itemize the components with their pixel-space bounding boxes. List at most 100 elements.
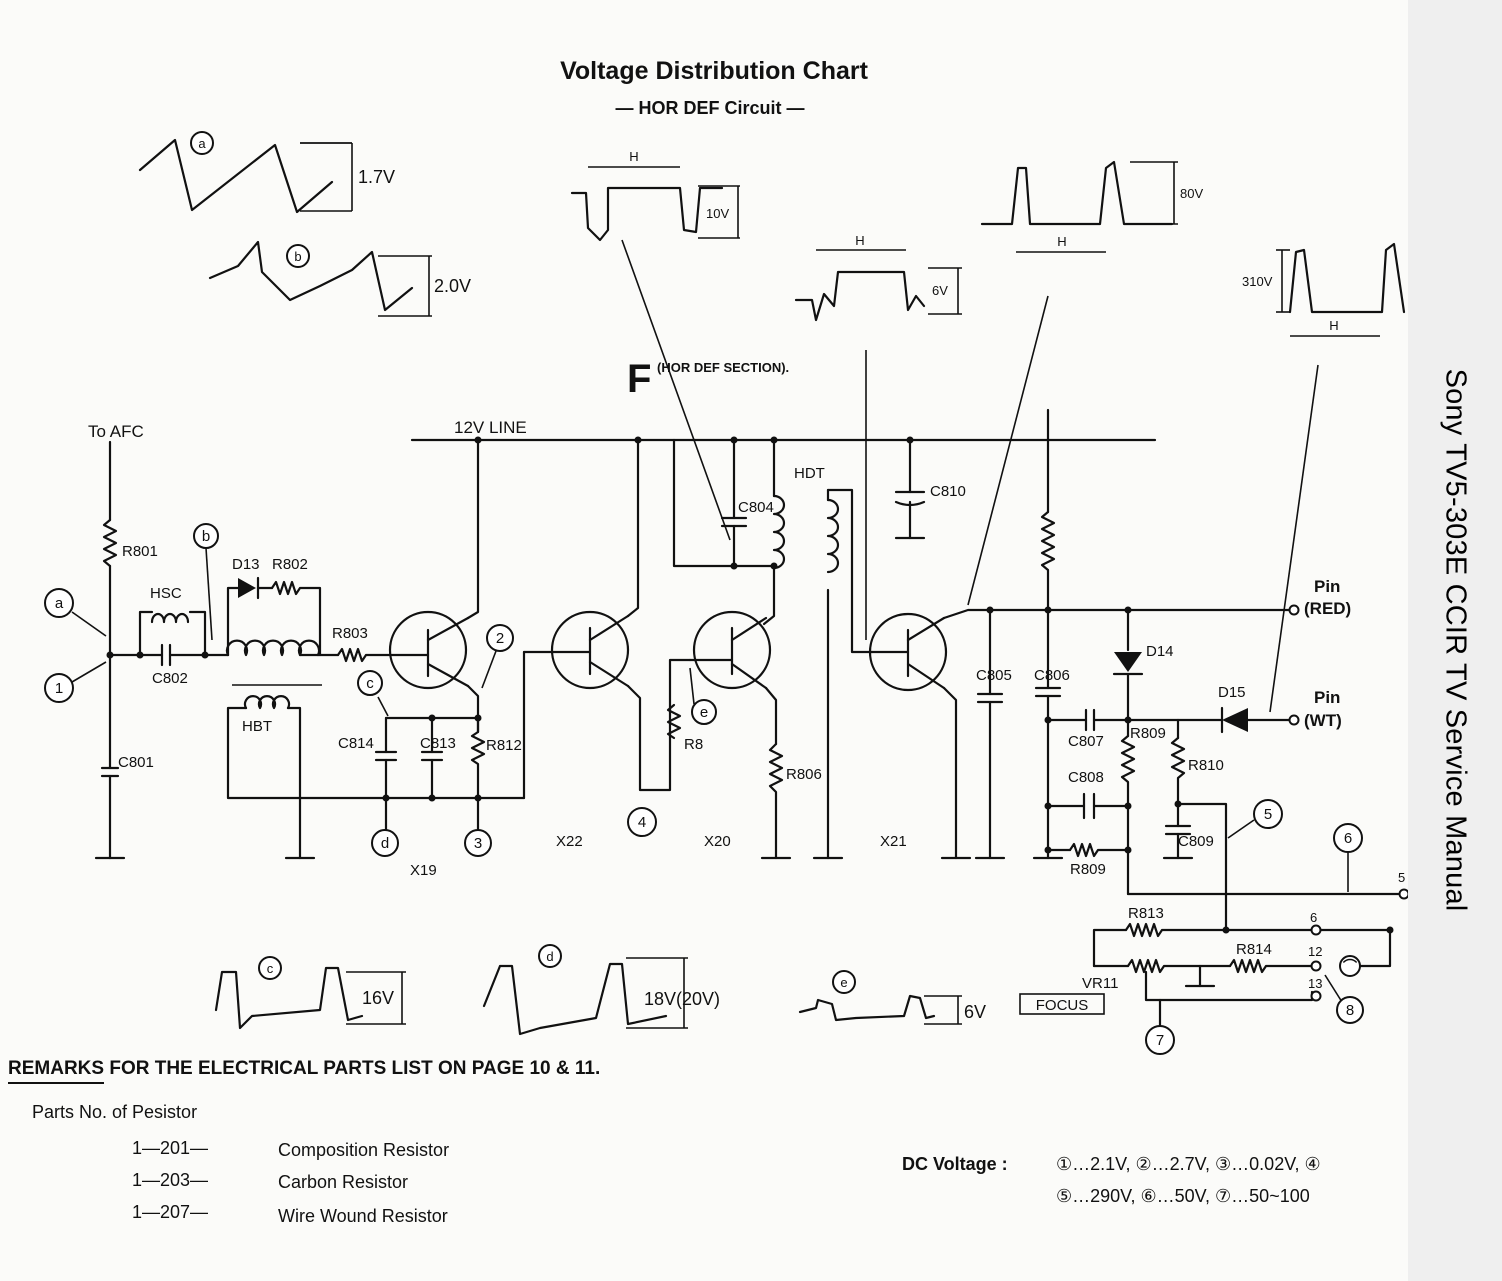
waveform-a: a 1.7V <box>138 131 395 214</box>
test-point-b: b <box>202 528 210 545</box>
waveform-c: c 16V <box>214 956 406 1030</box>
remarks-desc-3: Wire Wound Resistor <box>278 1206 448 1226</box>
c808-label: C808 <box>1068 769 1104 786</box>
chart-title: Voltage Distribution Chart <box>560 57 869 85</box>
test-point-bubbles <box>44 523 1364 1055</box>
x21-label: X21 <box>880 833 907 850</box>
r809b-label: R809 <box>1070 861 1106 878</box>
remarks-desc-2: Carbon Resistor <box>278 1172 409 1192</box>
waveform-d15: 310V H <box>1242 242 1406 337</box>
waveform-x21: H 80V <box>980 160 1203 253</box>
d14-diode <box>1114 652 1142 672</box>
r802-label: R802 <box>272 556 308 573</box>
test-point-2: 2 <box>496 630 504 647</box>
waveform-x20-amplitude: 6V <box>932 283 948 298</box>
test-point-4: 4 <box>638 814 646 831</box>
c806-label: C806 <box>1034 667 1070 684</box>
side-title: Sony TV5-303E CCIR TV Service Manual <box>1439 368 1472 912</box>
dc-voltage-label: DC Voltage : <box>902 1154 1008 1174</box>
hsc-label: HSC <box>150 585 182 602</box>
c813-label: C813 <box>420 735 456 752</box>
pointer-x21 <box>967 295 1049 606</box>
x20-label: X20 <box>704 833 731 850</box>
waveform-b: b 2.0V <box>208 240 471 317</box>
section-letter: F <box>627 357 651 401</box>
waveform-e-amplitude: 6V <box>964 1002 986 1022</box>
focus-box <box>1019 993 1105 1015</box>
dc-voltage-line-2: ⑤…290V, ⑥…50V, ⑦…50~100 <box>1056 1186 1310 1206</box>
waveform-d15-period: H <box>1329 318 1338 333</box>
pin-red-color: (RED) <box>1304 599 1351 618</box>
transistor-x22 <box>550 610 630 690</box>
schematic-sheet: Voltage Distribution Chart — HOR DEF Cir… <box>8 57 1408 1226</box>
x22-label: X22 <box>556 833 583 850</box>
d15-diode <box>1222 708 1248 732</box>
r810-label: R810 <box>1188 757 1224 774</box>
hdt-label: HDT <box>794 465 825 482</box>
test-point-8: 8 <box>1346 1002 1354 1019</box>
pointer-x22 <box>621 239 731 541</box>
waveform-d15-amplitude: 310V <box>1242 274 1273 289</box>
vr11-label: VR11 <box>1082 975 1118 992</box>
c801-label: C801 <box>118 754 154 771</box>
line-12v-label: 12V LINE <box>454 418 527 437</box>
c810-label: C810 <box>930 483 966 500</box>
remarks-code-3: 1—207— <box>132 1202 209 1222</box>
remarks-desc-1: Composition Resistor <box>278 1140 450 1160</box>
test-point-1: 1 <box>55 680 63 697</box>
waveform-c-amplitude: 16V <box>362 988 394 1008</box>
waveform-a-tag: a <box>198 136 206 151</box>
transistor-x19 <box>388 610 470 690</box>
terminal-6: 6 <box>1310 910 1317 925</box>
test-point-a: a <box>55 595 64 612</box>
pin-wt-color: (WT) <box>1304 711 1342 730</box>
r813-label: R813 <box>1128 905 1164 922</box>
remarks-code-2: 1—203— <box>132 1170 209 1190</box>
waveform-x21-period: H <box>1057 234 1066 249</box>
remarks-underline <box>8 1082 104 1084</box>
waveform-x20: H 6V <box>794 233 962 322</box>
waveform-d: d 18V(20V) <box>482 944 720 1036</box>
x19-label: X19 <box>410 862 437 879</box>
remarks-code-1: 1—201— <box>132 1138 209 1158</box>
d15-label: D15 <box>1218 684 1246 701</box>
test-point-e: e <box>700 704 708 721</box>
svg-text:⌒: ⌒ <box>1342 958 1357 974</box>
test-point-3: 3 <box>474 835 482 852</box>
test-point-7: 7 <box>1156 1032 1164 1049</box>
test-point-5: 5 <box>1264 806 1272 823</box>
waveform-x22-amplitude: 10V <box>706 206 729 221</box>
pin-red-label: Pin <box>1314 577 1340 596</box>
c807-label: C807 <box>1068 733 1104 750</box>
waveform-e-tag: e <box>840 975 847 990</box>
r814-label: R814 <box>1236 941 1272 958</box>
transistor-x20 <box>688 610 772 690</box>
test-point-6: 6 <box>1344 830 1352 847</box>
hbt-label: HBT <box>242 718 272 735</box>
waveform-b-tag: b <box>294 249 301 264</box>
waveform-x21-amplitude: 80V <box>1180 186 1203 201</box>
waveform-d-amplitude: 18V(20V) <box>644 989 720 1009</box>
r801-label: R801 <box>122 543 158 560</box>
terminal-12: 12 <box>1308 944 1322 959</box>
c804-label: C804 <box>738 499 774 516</box>
pointer-d15 <box>1269 364 1319 713</box>
r8-label: R8 <box>684 736 703 753</box>
test-point-d: d <box>381 835 389 852</box>
c814-label: C814 <box>338 735 374 752</box>
d14-label: D14 <box>1146 643 1174 660</box>
schematic-diagram: Voltage Distribution Chart — HOR DEF Cir… <box>44 57 1408 1055</box>
waveform-c-tag: c <box>267 961 274 976</box>
r809a-label: R809 <box>1130 725 1166 742</box>
d13-label: D13 <box>232 556 260 573</box>
waveform-x20-period: H <box>855 233 864 248</box>
c802-label: C802 <box>152 670 188 687</box>
r812-label: R812 <box>486 737 522 754</box>
terminal-13: 13 <box>1308 976 1322 991</box>
d13-diode <box>238 578 256 598</box>
terminal-5: 5 <box>1398 870 1405 885</box>
dc-voltage-line-1: ①…2.1V, ②…2.7V, ③…0.02V, ④ <box>1056 1154 1321 1174</box>
to-afc-label: To AFC <box>88 422 144 441</box>
waveform-x22: H 10V <box>570 149 740 242</box>
